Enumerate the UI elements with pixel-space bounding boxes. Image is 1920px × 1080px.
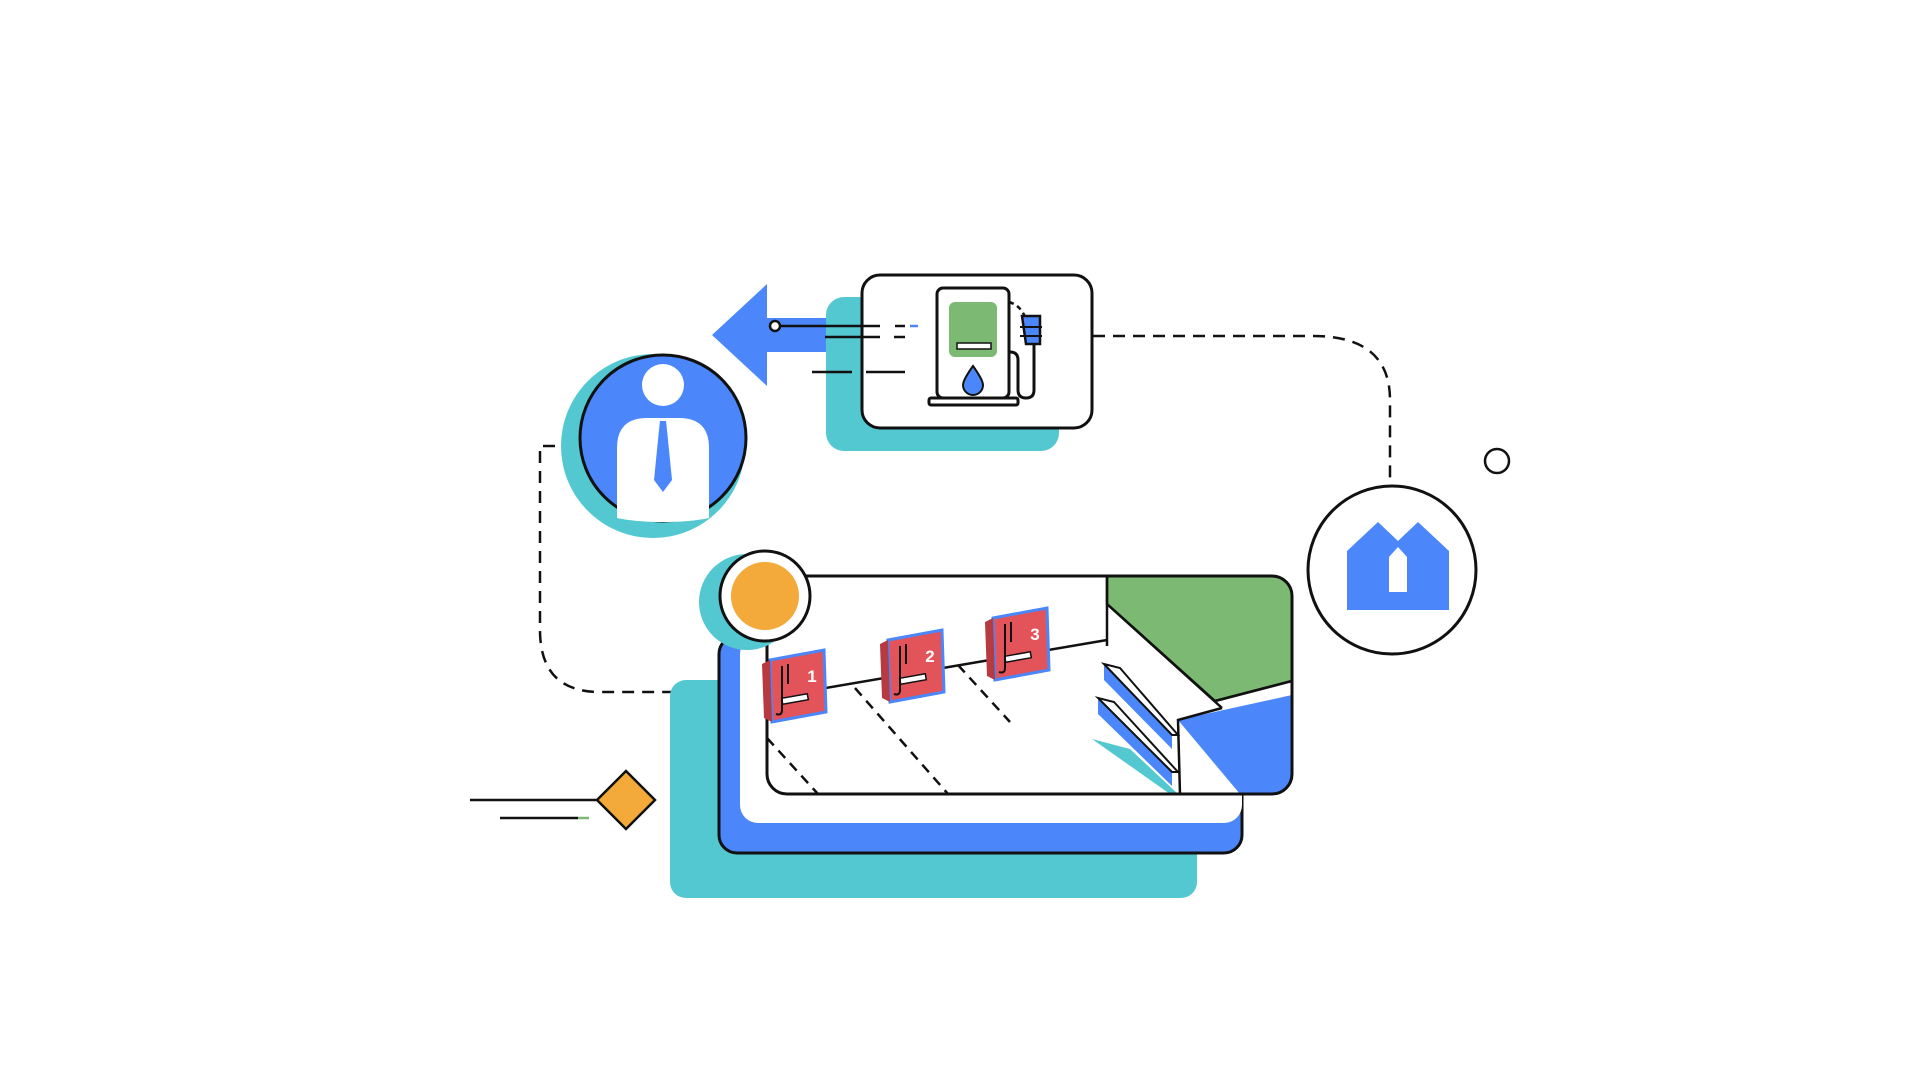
line-dot [768,319,782,333]
building-wall [1178,695,1292,794]
tie-icon [654,421,672,492]
fuel-pumps: 1 2 3 [762,606,1051,724]
pump-body [886,628,946,704]
motion-lines [768,319,918,374]
connector-person-to-station [538,444,720,694]
fuel-drop-icon [961,364,985,396]
fuel-pump-icon [927,286,1042,407]
nozzle-icon [1020,314,1042,346]
connector-lines [538,334,1392,694]
arrow-left-icon [712,284,870,386]
home-node [1306,484,1478,656]
diamond-node [470,769,657,831]
person-node [561,353,748,538]
pump-hose [775,664,789,716]
pump-number-label: 1 [807,667,816,686]
pump-number-label: 3 [1030,625,1039,644]
fuel-pump-1: 1 [762,648,828,724]
pump-body [768,648,828,724]
decor-ring [1483,447,1511,475]
home-circle [1306,484,1478,656]
coin-icon [731,562,799,630]
pump-side [762,660,772,722]
pump-body [991,606,1051,682]
home-icon [1347,522,1449,610]
parking-lines [767,664,1011,794]
store-shelves [1092,662,1181,794]
pump-side [880,640,890,702]
pump-hose [893,644,907,696]
coin-node [699,549,812,650]
person-icon [617,364,709,522]
gas-station-scene: 1 2 3 [670,549,1294,898]
pump-side [985,618,995,680]
fuel-pump-node [768,273,1094,451]
pump-hose [998,622,1012,674]
connector-pump-to-home [1093,334,1392,478]
fuel-pump-3: 3 [985,606,1051,682]
pump-number-label: 2 [925,647,934,666]
diamond-icon [595,769,657,831]
fuel-pump-2: 2 [880,628,946,704]
